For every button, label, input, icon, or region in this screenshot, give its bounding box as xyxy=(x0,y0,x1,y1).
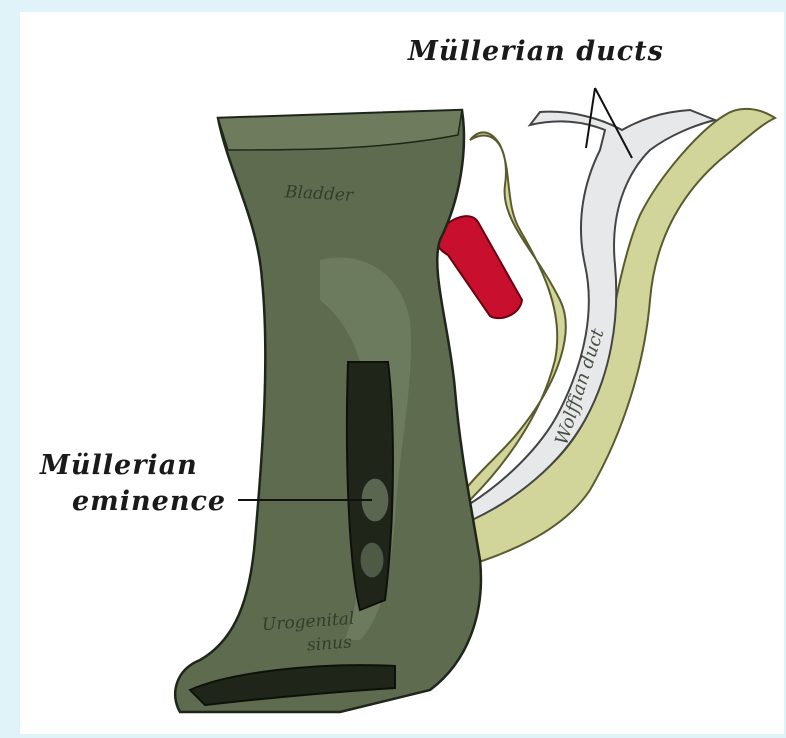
label-bladder: Bladder xyxy=(285,184,354,205)
label-mullerian-eminence-line2: eminence xyxy=(72,488,226,515)
label-mullerian-eminence-line1: Müllerian xyxy=(40,452,198,479)
label-mullerian-ducts: Müllerian ducts xyxy=(408,38,664,65)
blood-vessel-shape xyxy=(436,216,522,318)
mullerian-eminence-lower xyxy=(360,542,384,578)
label-urogenital-line2: sinus xyxy=(306,634,352,654)
